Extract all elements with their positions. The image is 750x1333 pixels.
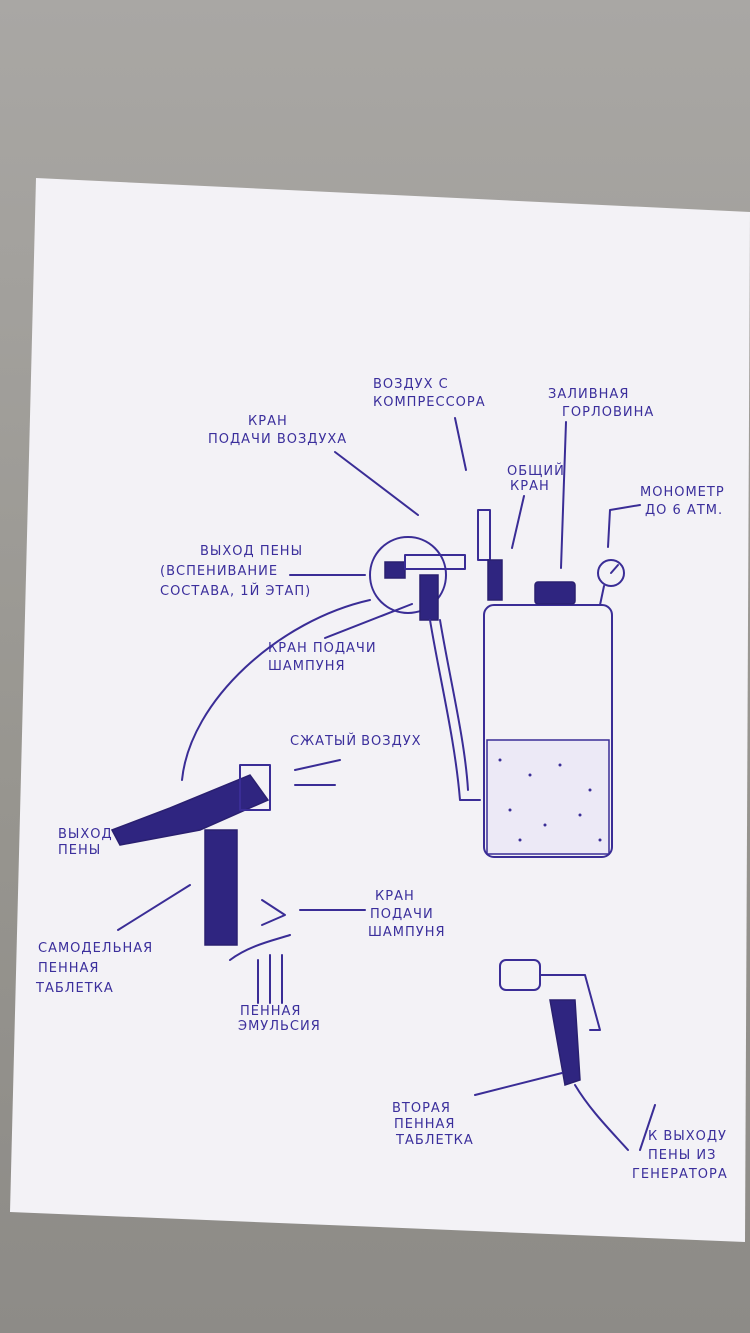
tank — [483, 604, 613, 858]
foam-generator-gun — [110, 599, 371, 961]
paper-sheet — [10, 178, 750, 1242]
valve-assembly — [369, 509, 503, 801]
arrows — [117, 417, 656, 1151]
manometer-icon — [597, 559, 625, 606]
spray-gun — [499, 959, 629, 1151]
filler-cap — [534, 581, 576, 605]
